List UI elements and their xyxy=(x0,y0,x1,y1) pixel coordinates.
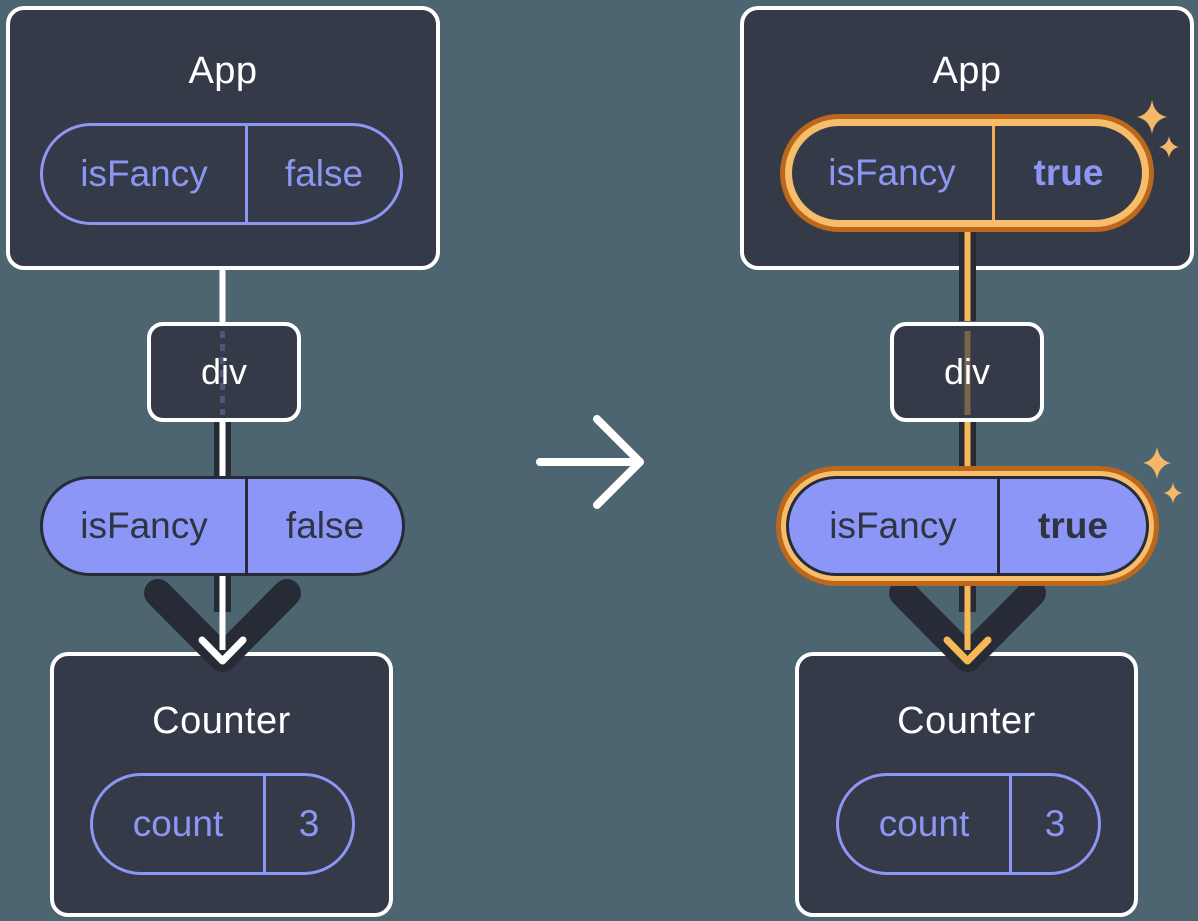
state-name: count xyxy=(878,803,970,844)
sparkle-icon xyxy=(1143,447,1171,479)
prop-value: false xyxy=(285,505,365,546)
component-title: Counter xyxy=(897,700,1036,742)
component-title: Counter xyxy=(152,700,291,742)
passed-prop-pill: isFancy false xyxy=(40,476,405,576)
app-prop-pill-highlighted: isFancy true xyxy=(792,126,1142,220)
pill-divider xyxy=(1009,776,1012,872)
sparkle-icon xyxy=(1163,482,1183,504)
prop-value: true xyxy=(1033,152,1104,193)
prop-name: isFancy xyxy=(828,152,956,193)
pill-divider xyxy=(263,776,266,872)
pill-divider xyxy=(992,126,995,220)
counter-state-pill: count 3 xyxy=(90,773,355,875)
component-title: App xyxy=(188,50,258,92)
counter-state-pill: count 3 xyxy=(836,773,1101,875)
transition-arrow-icon xyxy=(536,415,644,509)
div-node-label: div xyxy=(943,351,991,392)
prop-value: true xyxy=(1038,505,1108,546)
pill-divider xyxy=(245,126,248,222)
prop-value: false xyxy=(284,153,364,194)
passed-prop-pill-highlighted: isFancy true xyxy=(786,476,1149,576)
div-node-box xyxy=(147,322,301,422)
prop-name: isFancy xyxy=(80,505,208,546)
state-value: 3 xyxy=(1044,803,1066,844)
app-prop-pill: isFancy false xyxy=(40,123,403,225)
right-arrowhead-chevron xyxy=(889,579,1046,672)
state-value: 3 xyxy=(298,803,320,844)
pill-divider xyxy=(245,479,248,573)
state-name: count xyxy=(132,803,224,844)
prop-name: isFancy xyxy=(829,505,957,546)
pill-divider xyxy=(997,479,1000,573)
prop-name: isFancy xyxy=(80,153,208,194)
left-arrowhead-chevron xyxy=(144,579,301,672)
div-node-label: div xyxy=(200,351,248,392)
component-title: App xyxy=(932,50,1002,92)
div-node-box xyxy=(890,322,1044,422)
